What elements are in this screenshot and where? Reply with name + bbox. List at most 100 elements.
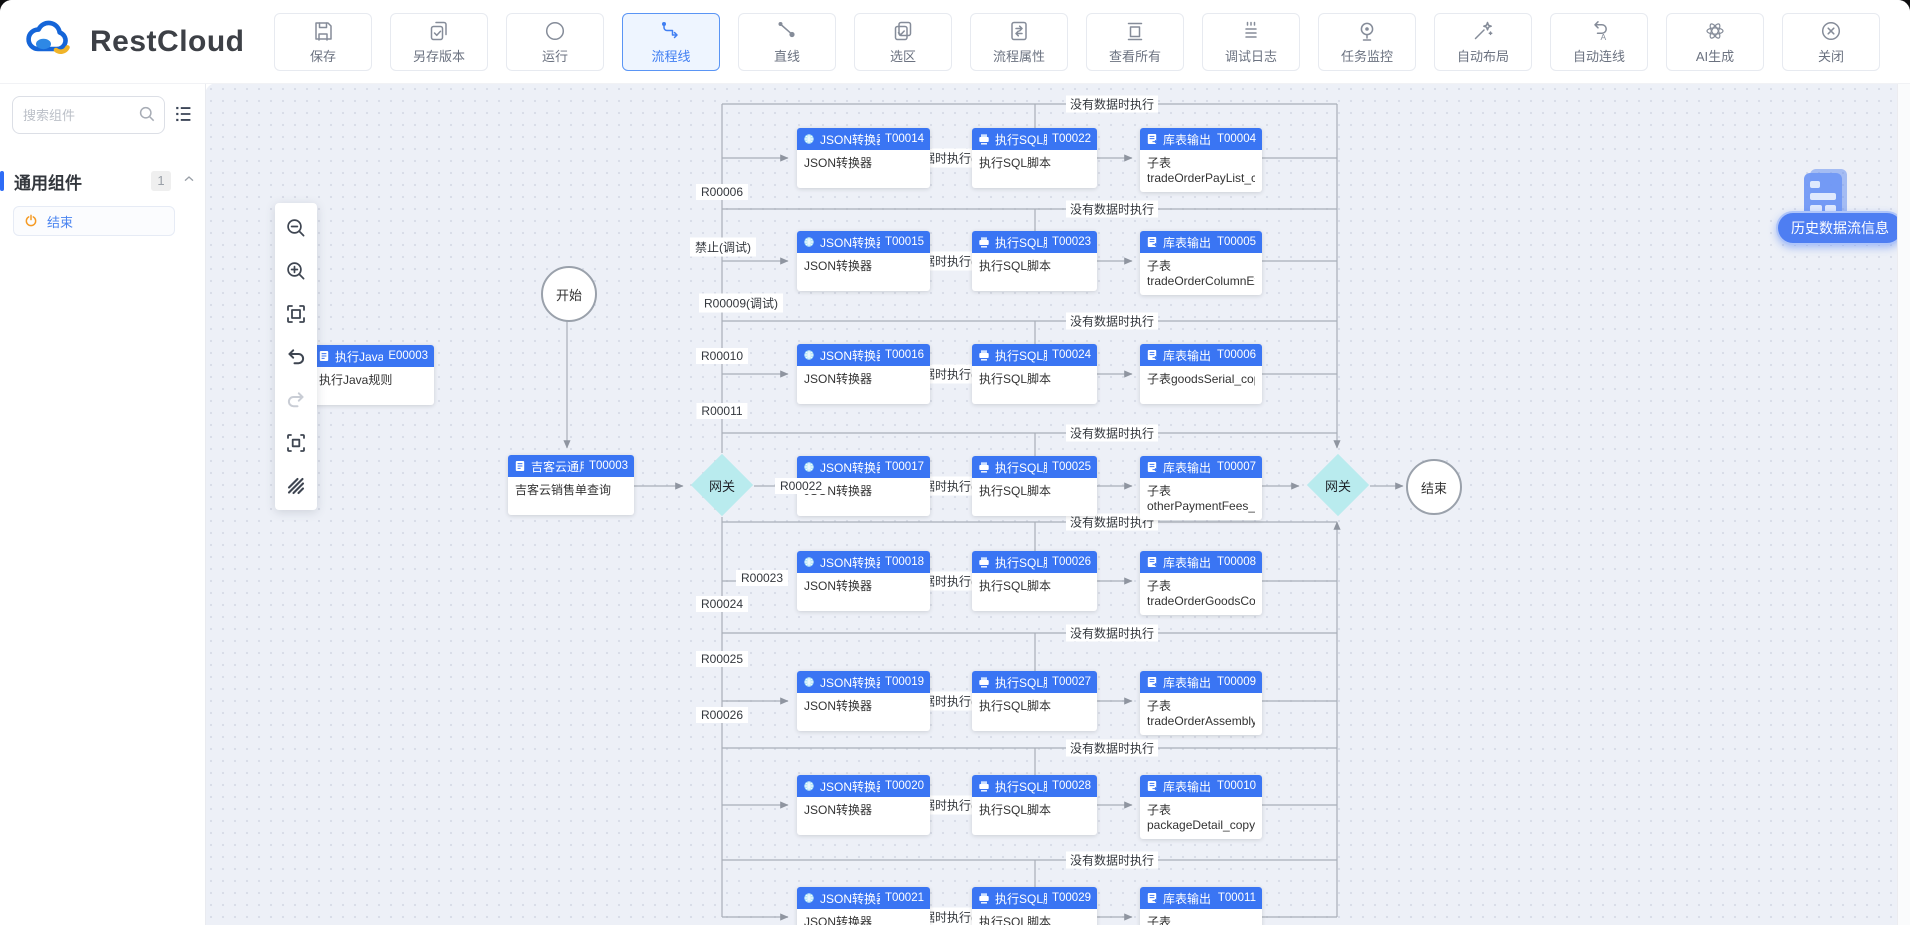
canvas-tool-undo[interactable] bbox=[275, 335, 317, 378]
toolbar-button-select[interactable]: 选区 bbox=[854, 12, 952, 71]
node-title: 库表输出 bbox=[1163, 675, 1212, 690]
gateway-node-2[interactable]: 网关 bbox=[1306, 453, 1370, 517]
node-id: T00003 bbox=[588, 460, 628, 472]
toolbar-button-save-as[interactable]: 另存版本 bbox=[390, 12, 488, 71]
flow-node-json-T00019[interactable]: JSON转换器 T00019 JSON转换器 bbox=[797, 671, 930, 731]
canvas-tool-frame-select[interactable] bbox=[275, 421, 317, 464]
vertical-scrollbar[interactable] bbox=[1897, 83, 1910, 925]
flow-node-sql-T00029[interactable]: 执行SQL脚本 T00029 执行SQL脚本 bbox=[972, 887, 1097, 925]
doc-node-icon bbox=[514, 460, 526, 472]
node-header: 执行SQL脚本 T00022 bbox=[972, 128, 1097, 150]
flow-node-json-T00018[interactable]: JSON转换器 T00018 JSON转换器 bbox=[797, 551, 930, 611]
edge-label: R00010 bbox=[695, 348, 749, 364]
flow-node-doc-E00003[interactable]: 执行Java规... E00003 执行Java规则 bbox=[312, 345, 434, 405]
flow-node-sql-T00023[interactable]: 执行SQL脚本 T00023 执行SQL脚本 bbox=[972, 231, 1097, 291]
component-list-icon[interactable] bbox=[173, 103, 195, 130]
gateway-node-1[interactable]: 网关 bbox=[690, 453, 754, 517]
node-title: 库表输出 bbox=[1163, 132, 1212, 147]
start-node[interactable]: 开始 bbox=[541, 266, 597, 322]
toolbar-button-auto-connect[interactable]: A 自动连线 bbox=[1550, 12, 1648, 71]
canvas-tool-zoom-out[interactable] bbox=[275, 206, 317, 249]
section-count-badge: 1 bbox=[151, 171, 171, 191]
component-sidebar: 通用组件 1 结束 bbox=[0, 83, 206, 925]
flow-node-sql-T00027[interactable]: 执行SQL脚本 T00027 执行SQL脚本 bbox=[972, 671, 1097, 731]
flow-node-out-T00006[interactable]: 库表输出 T00006 子表goodsSerial_copy1 bbox=[1140, 344, 1262, 404]
toolbar-button-close[interactable]: 关闭 bbox=[1782, 12, 1880, 71]
node-id: T00021 bbox=[884, 892, 924, 904]
brand-name: RestCloud bbox=[90, 24, 245, 58]
node-body: JSON转换器 bbox=[804, 803, 873, 817]
flow-canvas[interactable]: 有数据时执行(调试)没有数据时执行有数据时执行(调试)没有数据时执行有数据时执行… bbox=[205, 83, 1910, 925]
flow-node-json-T00020[interactable]: JSON转换器 T00020 JSON转换器 bbox=[797, 775, 930, 835]
history-data-icon[interactable] bbox=[1798, 167, 1852, 228]
edge-label: R00025 bbox=[695, 651, 749, 667]
gateway-label: 网关 bbox=[708, 478, 735, 494]
toolbar-button-view-all[interactable]: 查看所有 bbox=[1086, 12, 1184, 71]
node-header: 库表输出 T00009 bbox=[1140, 671, 1262, 693]
json-node-icon bbox=[803, 892, 815, 904]
toolbar-button-label: 调试日志 bbox=[1224, 48, 1277, 64]
end-node[interactable]: 结束 bbox=[1406, 459, 1462, 515]
flow-node-out-T00009[interactable]: 库表输出 T00009 子表tradeOrderAssemblyGood bbox=[1140, 671, 1262, 735]
node-body: 执行SQL脚本 bbox=[979, 484, 1052, 498]
canvas-tool-redo[interactable] bbox=[275, 378, 317, 421]
toolbar-button-line[interactable]: 直线 bbox=[738, 12, 836, 71]
flow-node-out-T00008[interactable]: 库表输出 T00008 子表tradeOrderGoodsColumn bbox=[1140, 551, 1262, 615]
flow-node-sql-T00026[interactable]: 执行SQL脚本 T00026 执行SQL脚本 bbox=[972, 551, 1097, 611]
canvas-tool-hatch[interactable] bbox=[275, 464, 317, 507]
flow-node-out-T00011[interactable]: 库表输出 T00011 子表 bbox=[1140, 887, 1262, 925]
flow-node-sql-T00022[interactable]: 执行SQL脚本 T00022 执行SQL脚本 bbox=[972, 128, 1097, 188]
section-header-common-components[interactable]: 通用组件 1 bbox=[0, 168, 197, 194]
history-dataflow-button[interactable]: 历史数据流信息 bbox=[1776, 211, 1904, 245]
debug-log-icon bbox=[1239, 19, 1263, 43]
edge-label: R00006 bbox=[695, 184, 749, 200]
node-header: 库表输出 T00006 bbox=[1140, 344, 1262, 366]
node-title: 库表输出 bbox=[1163, 779, 1212, 794]
sql-node-icon bbox=[978, 133, 990, 145]
flow-node-out-T00005[interactable]: 库表输出 T00005 子表tradeOrderColumnExt_cop bbox=[1140, 231, 1262, 295]
canvas-tool-zoom-in[interactable] bbox=[275, 249, 317, 292]
node-body: JSON转换器 bbox=[804, 372, 873, 386]
canvas-tool-fit-view[interactable] bbox=[275, 292, 317, 335]
out-node-icon bbox=[1146, 780, 1158, 792]
json-node-icon bbox=[803, 461, 815, 473]
toolbar: 保存 另存版本 运行 流程线 直线 选区 流程属性 查看所有 调试日志 任务 bbox=[274, 12, 1880, 71]
toolbar-button-ai[interactable]: AI生成 bbox=[1666, 12, 1764, 71]
toolbar-button-run[interactable]: 运行 bbox=[506, 12, 604, 71]
toolbar-button-label: 任务监控 bbox=[1340, 48, 1393, 64]
search-input[interactable] bbox=[12, 96, 165, 134]
toolbar-button-flow-props[interactable]: 流程属性 bbox=[970, 12, 1068, 71]
node-header: 库表输出 T00004 bbox=[1140, 128, 1262, 150]
chevron-up-icon[interactable] bbox=[181, 171, 197, 192]
flow-node-sql-T00028[interactable]: 执行SQL脚本 T00028 执行SQL脚本 bbox=[972, 775, 1097, 835]
flow-node-sql-T00024[interactable]: 执行SQL脚本 T00024 执行SQL脚本 bbox=[972, 344, 1097, 404]
flow-node-doc-T00003[interactable]: 吉客云通用... T00003 吉客云销售单查询 bbox=[508, 455, 634, 515]
toolbar-button-flow-line[interactable]: 流程线 bbox=[622, 12, 720, 71]
toolbar-button-label: 查看所有 bbox=[1108, 48, 1161, 64]
flow-node-json-T00014[interactable]: JSON转换器 T00014 JSON转换器 bbox=[797, 128, 930, 188]
sidebar-item-结束[interactable]: 结束 bbox=[13, 206, 175, 236]
toolbar-button-save[interactable]: 保存 bbox=[274, 12, 372, 71]
toolbar-button-auto-layout[interactable]: 自动布局 bbox=[1434, 12, 1532, 71]
run-icon bbox=[543, 19, 567, 43]
toolbar-button-debug-log[interactable]: 调试日志 bbox=[1202, 12, 1300, 71]
frame-select-icon bbox=[284, 431, 308, 455]
flow-props-icon bbox=[1007, 19, 1031, 43]
zoom-in-icon bbox=[284, 259, 308, 283]
node-header: JSON转换器 T00019 bbox=[797, 671, 930, 693]
toolbar-button-task-monitor[interactable]: 任务监控 bbox=[1318, 12, 1416, 71]
edge-label-no-data: 没有数据时执行 bbox=[1066, 200, 1159, 218]
node-title: 执行SQL脚本 bbox=[995, 348, 1047, 363]
node-id: T00008 bbox=[1216, 556, 1256, 568]
flow-node-json-T00016[interactable]: JSON转换器 T00016 JSON转换器 bbox=[797, 344, 930, 404]
flow-node-sql-T00025[interactable]: 执行SQL脚本 T00025 执行SQL脚本 bbox=[972, 456, 1097, 516]
node-title: JSON转换器 bbox=[820, 348, 880, 363]
node-id: T00027 bbox=[1051, 676, 1091, 688]
node-body: 子表 bbox=[1147, 915, 1172, 925]
flow-node-json-T00021[interactable]: JSON转换器 T00021 JSON转换器 bbox=[797, 887, 930, 925]
fit-view-icon bbox=[284, 302, 308, 326]
flow-node-json-T00015[interactable]: JSON转换器 T00015 JSON转换器 bbox=[797, 231, 930, 291]
